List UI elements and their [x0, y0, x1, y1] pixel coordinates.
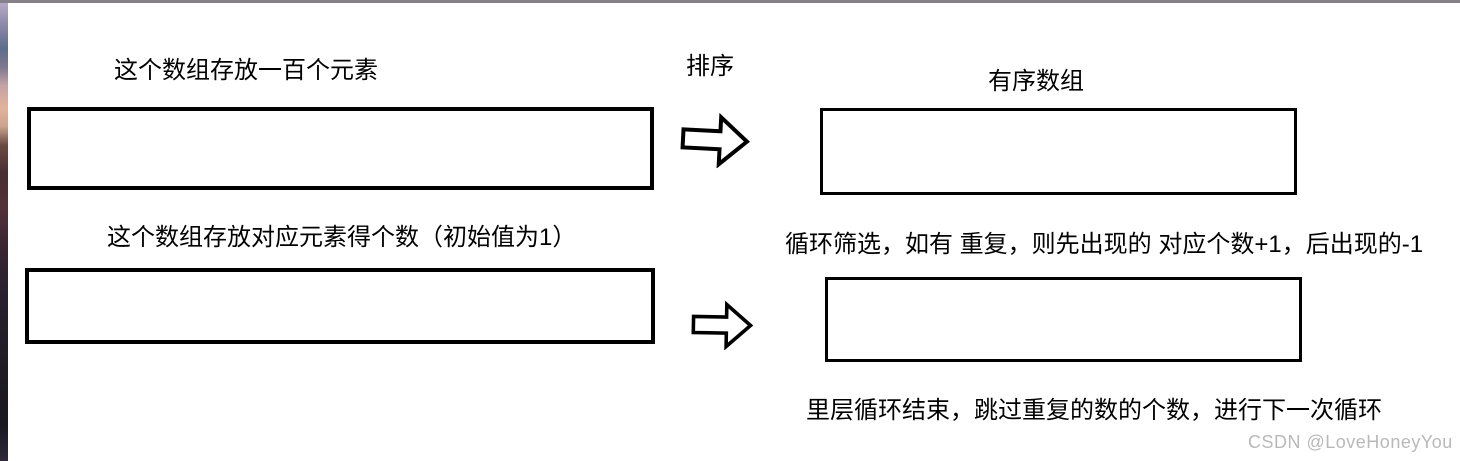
block-arrow-right-icon [680, 112, 751, 169]
window-top-edge [0, 0, 1460, 3]
array-box-filtered [825, 277, 1302, 362]
footer-note: 里层循环结束，跳过重复的数的个数，进行下一次循环 [806, 397, 1382, 424]
desktop-wallpaper-sliver [0, 3, 8, 461]
bottom-left-box-label: 这个数组存放对应元素得个数（初始值为1） [107, 224, 577, 251]
array-box-counts [25, 268, 655, 344]
top-left-box-label: 这个数组存放一百个元素 [114, 57, 378, 84]
array-box-sorted [820, 108, 1297, 195]
sort-arrow-label: 排序 [686, 53, 734, 80]
block-arrow-right-icon-2 [691, 300, 754, 351]
csdn-watermark: CSDN @LoveHoneyYou [1248, 432, 1453, 452]
top-right-box-label: 有序数组 [988, 68, 1084, 95]
bottom-right-box-label: 循环筛选，如有 重复，则先出现的 对应个数+1，后出现的-1 [785, 231, 1424, 258]
array-box-elements [27, 107, 654, 190]
